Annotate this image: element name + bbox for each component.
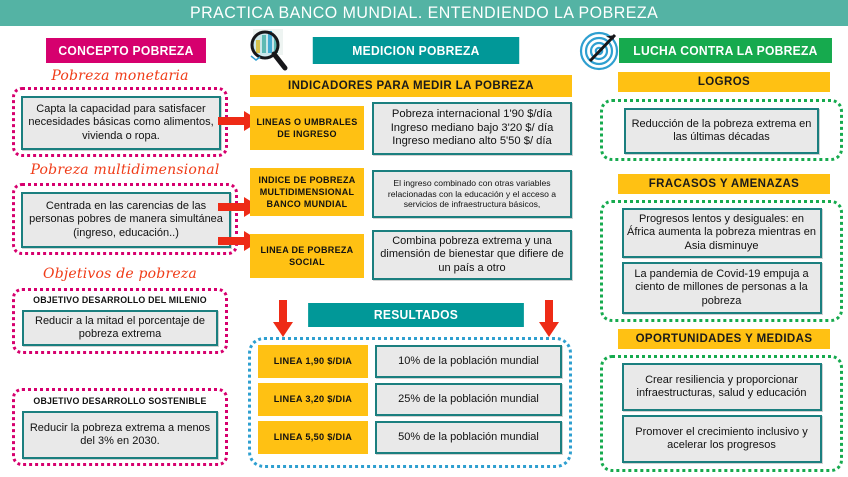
result-row: LINEA 5,50 $/DIA 50% de la población mun… bbox=[258, 421, 562, 454]
dotted-group-logros: Reducción de la pobreza extrema en las ú… bbox=[600, 99, 843, 161]
result-value-3: 50% de la población mundial bbox=[375, 421, 562, 454]
results-group: LINEA 1,90 $/DIA 10% de la población mun… bbox=[248, 337, 572, 468]
result-row: LINEA 3,20 $/DIA 25% de la población mun… bbox=[258, 383, 562, 416]
indicator-value-lineas-umbrales: Pobreza internacional 1'90 $/día Ingreso… bbox=[372, 102, 572, 155]
label-objetivos-pobreza: Objetivos de pobreza bbox=[43, 266, 197, 282]
dotted-group-fracasos: Progresos lentos y desiguales: en África… bbox=[600, 200, 843, 322]
page-title: PRACTICA BANCO MUNDIAL. ENTENDIENDO LA P… bbox=[189, 3, 659, 22]
box-fracasos-2: La pandemia de Covid-19 empuja a ciento … bbox=[621, 262, 822, 314]
label-pobreza-multidimensional: Pobreza multidimensional bbox=[30, 162, 220, 178]
column-header-concepto[interactable]: CONCEPTO POBREZA bbox=[46, 38, 206, 63]
dotted-group-multidimensional: Centrada en las carencias de las persona… bbox=[12, 183, 238, 255]
arrow-right-3 bbox=[218, 231, 260, 251]
box-oportunidades-1: Crear resiliencia y proporcionar infraes… bbox=[621, 363, 822, 411]
section-header-logros: LOGROS bbox=[618, 72, 830, 92]
arrow-down-left bbox=[273, 300, 293, 337]
indicator-tag-linea-social: LINEA DE POBREZA SOCIAL bbox=[250, 234, 364, 278]
indicator-value-indice-multidimensional: El ingreso combinado con otras variables… bbox=[372, 170, 572, 218]
arrow-right-1 bbox=[218, 111, 260, 131]
magnifying-glass-chart-icon bbox=[243, 26, 293, 74]
column-header-lucha[interactable]: LUCHA CONTRA LA POBREZA bbox=[619, 38, 832, 63]
result-line-3: LINEA 5,50 $/DIA bbox=[258, 421, 368, 454]
arrow-right-2 bbox=[218, 197, 260, 217]
section-header-oportunidades: OPORTUNIDADES Y MEDIDAS bbox=[618, 329, 830, 349]
indicator-tag-lineas-umbrales: LINEAS O UMBRALES DE INGRESO bbox=[250, 106, 364, 150]
column-header-medicion[interactable]: MEDICION POBREZA bbox=[312, 37, 520, 64]
indicator-tag-indice-multidimensional: INDICE DE POBREZA MULTIDIMENSIONAL BANCO… bbox=[250, 168, 364, 216]
target-arrow-icon bbox=[578, 28, 622, 72]
box-logros-1: Reducción de la pobreza extrema en las ú… bbox=[624, 108, 819, 154]
result-line-2: LINEA 3,20 $/DIA bbox=[258, 383, 368, 416]
label-pobreza-monetaria: Pobreza monetaria bbox=[51, 68, 189, 84]
dotted-group-objetivo-milenio: OBJETIVO DESARROLLO DEL MILENIO Reducir … bbox=[12, 288, 228, 354]
box-fracasos-1: Progresos lentos y desiguales: en África… bbox=[621, 208, 822, 258]
box-objetivo-sostenible-text: Reducir la pobreza extrema a menos del 3… bbox=[22, 411, 218, 459]
result-value-2: 25% de la población mundial bbox=[375, 383, 562, 416]
dotted-group-monetaria: Capta la capacidad para satisfacer neces… bbox=[12, 87, 228, 157]
result-row: LINEA 1,90 $/DIA 10% de la población mun… bbox=[258, 345, 562, 378]
tag-objetivo-sostenible: OBJETIVO DESARROLLO SOSTENIBLE bbox=[33, 396, 207, 406]
arrow-down-right bbox=[539, 300, 559, 337]
result-line-1: LINEA 1,90 $/DIA bbox=[258, 345, 368, 378]
dotted-group-objetivo-sostenible: OBJETIVO DESARROLLO SOSTENIBLE Reducir l… bbox=[12, 388, 228, 466]
result-value-1: 10% de la población mundial bbox=[375, 345, 562, 378]
box-objetivo-milenio-text: Reducir a la mitad el porcentaje de pobr… bbox=[22, 310, 218, 346]
dotted-group-oportunidades: Crear resiliencia y proporcionar infraes… bbox=[600, 355, 843, 472]
results-header: RESULTADOS bbox=[308, 303, 524, 327]
indicators-header: INDICADORES PARA MEDIR LA POBREZA bbox=[250, 75, 572, 97]
box-oportunidades-2: Promover el crecimiento inclusivo y acel… bbox=[621, 415, 822, 463]
page-banner: PRACTICA BANCO MUNDIAL. ENTENDIENDO LA P… bbox=[0, 0, 848, 26]
indicator-value-linea-social: Combina pobreza extrema y una dimensión … bbox=[372, 230, 572, 280]
box-monetaria-text: Capta la capacidad para satisfacer neces… bbox=[21, 96, 221, 150]
section-header-fracasos: FRACASOS Y AMENAZAS bbox=[618, 174, 830, 194]
box-multidimensional-text: Centrada en las carencias de las persona… bbox=[21, 192, 231, 248]
tag-objetivo-milenio: OBJETIVO DESARROLLO DEL MILENIO bbox=[33, 295, 207, 305]
